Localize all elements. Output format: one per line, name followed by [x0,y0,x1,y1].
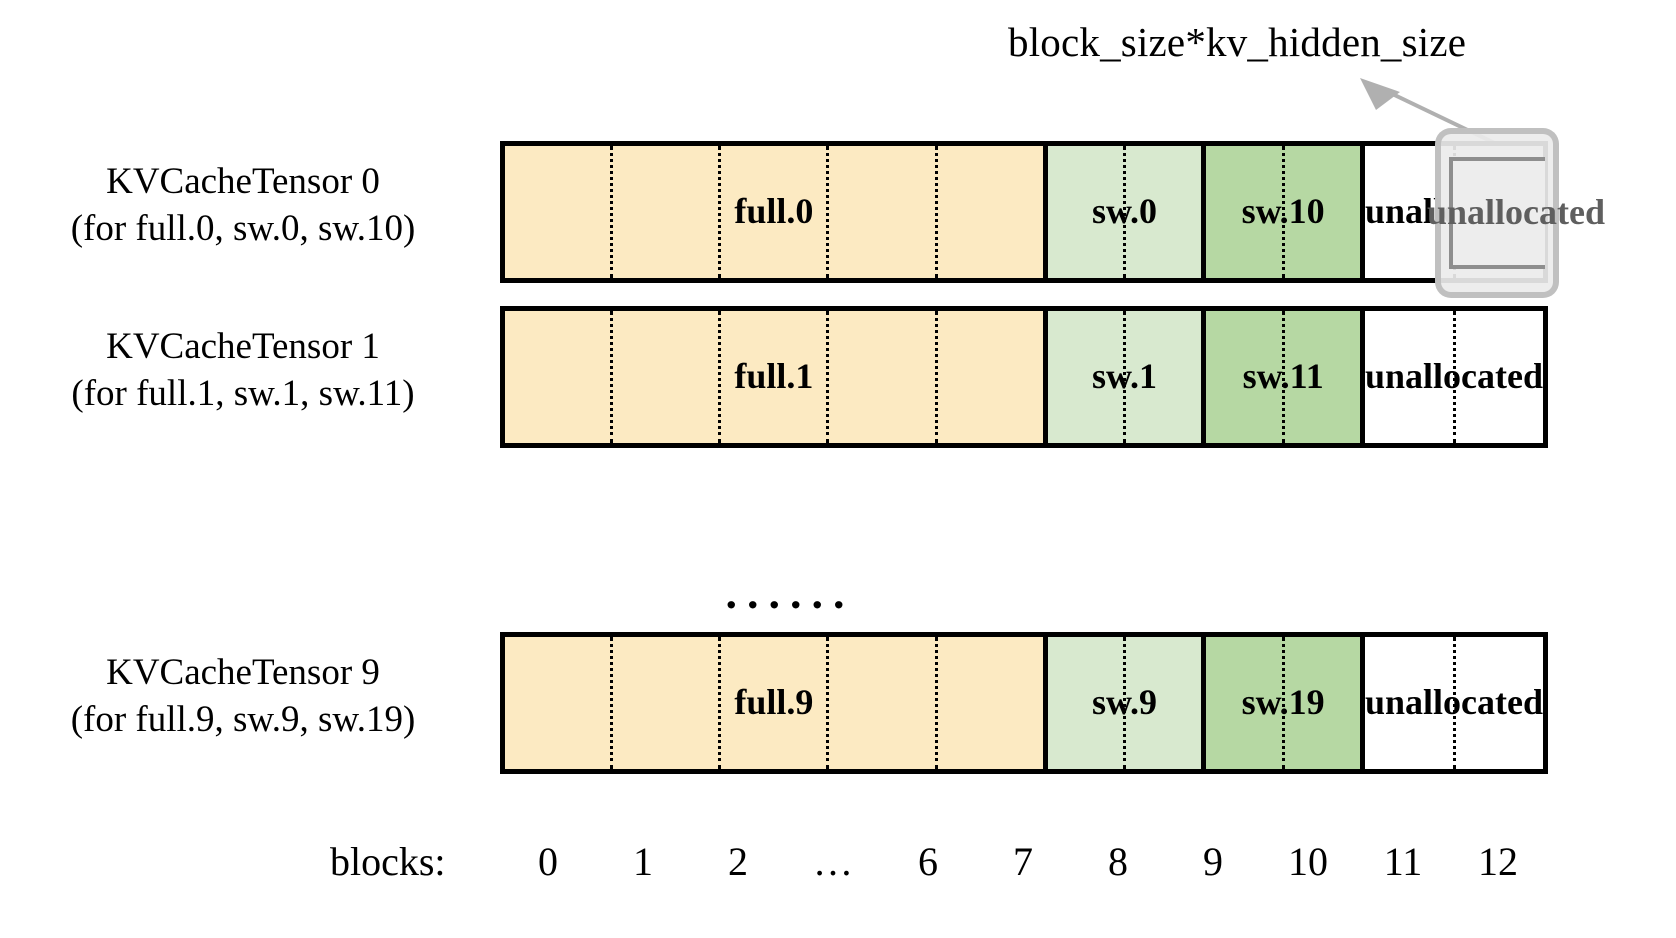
tensor-cell-sw-dark[interactable]: sw.10 [1206,146,1365,278]
row-label-kvcachetensor-1: KVCacheTensor 1 (for full.1, sw.1, sw.11… [0,323,486,418]
row-label-line2: (for full.9, sw.9, sw.19) [70,699,416,741]
block-highlight-label: unallocated [1427,192,1606,233]
tensor-cell-sw-dark[interactable]: sw.19 [1206,637,1365,769]
row-label-kvcachetensor-0: KVCacheTensor 0 (for full.0, sw.0, sw.10… [0,158,486,253]
blocks-axis-title: blocks: [330,839,446,884]
axis-tick-9: 9 [1203,839,1223,884]
row-label-line2: (for full.1, sw.1, sw.11) [71,373,415,415]
tensor-cell-sw-dark[interactable]: sw.11 [1206,311,1365,443]
axis-tick-8: 8 [1108,839,1128,884]
block-highlight-overlay[interactable]: unallocated [1427,128,1605,298]
tensor-cell-full[interactable]: full.0 [505,146,1048,278]
axis-tick-6: 6 [918,839,938,884]
tensor-cell-label: full.1 [734,356,814,397]
axis-tick-12: 12 [1478,839,1518,884]
row-label-kvcachetensor-9: KVCacheTensor 9 (for full.9, sw.9, sw.19… [0,649,486,744]
tensor-cell-label: sw.1 [1092,356,1158,397]
tensor-cell-label: sw.11 [1242,356,1324,397]
tensor-row-0: full.0 sw.0 sw.10 unallocated [500,141,1548,283]
tensor-cell-unallocated[interactable]: unallocated [1365,311,1544,443]
tensor-cell-label: sw.0 [1092,191,1158,232]
tensor-cell-label: full.9 [734,682,814,723]
tensor-cell-sw-light[interactable]: sw.9 [1047,637,1207,769]
tensor-cell-full[interactable]: full.9 [505,637,1048,769]
tensor-cell-label: sw.9 [1092,682,1158,723]
tensor-row-9: full.9 sw.9 sw.19 unallocated [500,632,1548,774]
tensor-cell-sw-light[interactable]: sw.1 [1047,311,1207,443]
axis-tick-10: 10 [1288,839,1328,884]
axis-tick-2: 2 [728,839,748,884]
tensor-cell-label: unallocated [1365,356,1544,397]
axis-tick-0: 0 [538,839,558,884]
tensor-cell-label: unallocated [1365,682,1544,723]
tensor-row-1: full.1 sw.1 sw.11 unallocated [500,306,1548,448]
tensor-cell-sw-light[interactable]: sw.0 [1047,146,1207,278]
vertical-ellipsis: ...... [725,567,855,618]
axis-tick-1: 1 [633,839,653,884]
annotation-label: block_size*kv_hidden_size [1008,19,1467,65]
axis-tick-ellipsis: … [813,839,853,884]
tensor-cell-full[interactable]: full.1 [505,311,1048,443]
row-label-line1: KVCacheTensor 9 [106,652,380,693]
row-label-line2: (for full.0, sw.0, sw.10) [70,208,416,250]
tensor-cell-label: full.0 [734,191,814,232]
tensor-cell-unallocated[interactable]: unallocated [1365,637,1544,769]
axis-tick-7: 7 [1013,839,1033,884]
blocks-axis: blocks: 0 1 2 … 6 7 8 9 10 11 12 [0,838,1676,898]
row-label-line1: KVCacheTensor 0 [106,161,380,202]
tensor-cell-label: sw.10 [1241,191,1325,232]
tensor-cell-label: sw.19 [1241,682,1325,723]
axis-tick-11: 11 [1383,839,1423,884]
row-label-line1: KVCacheTensor 1 [106,326,380,367]
block-highlight-inner [1449,157,1545,269]
